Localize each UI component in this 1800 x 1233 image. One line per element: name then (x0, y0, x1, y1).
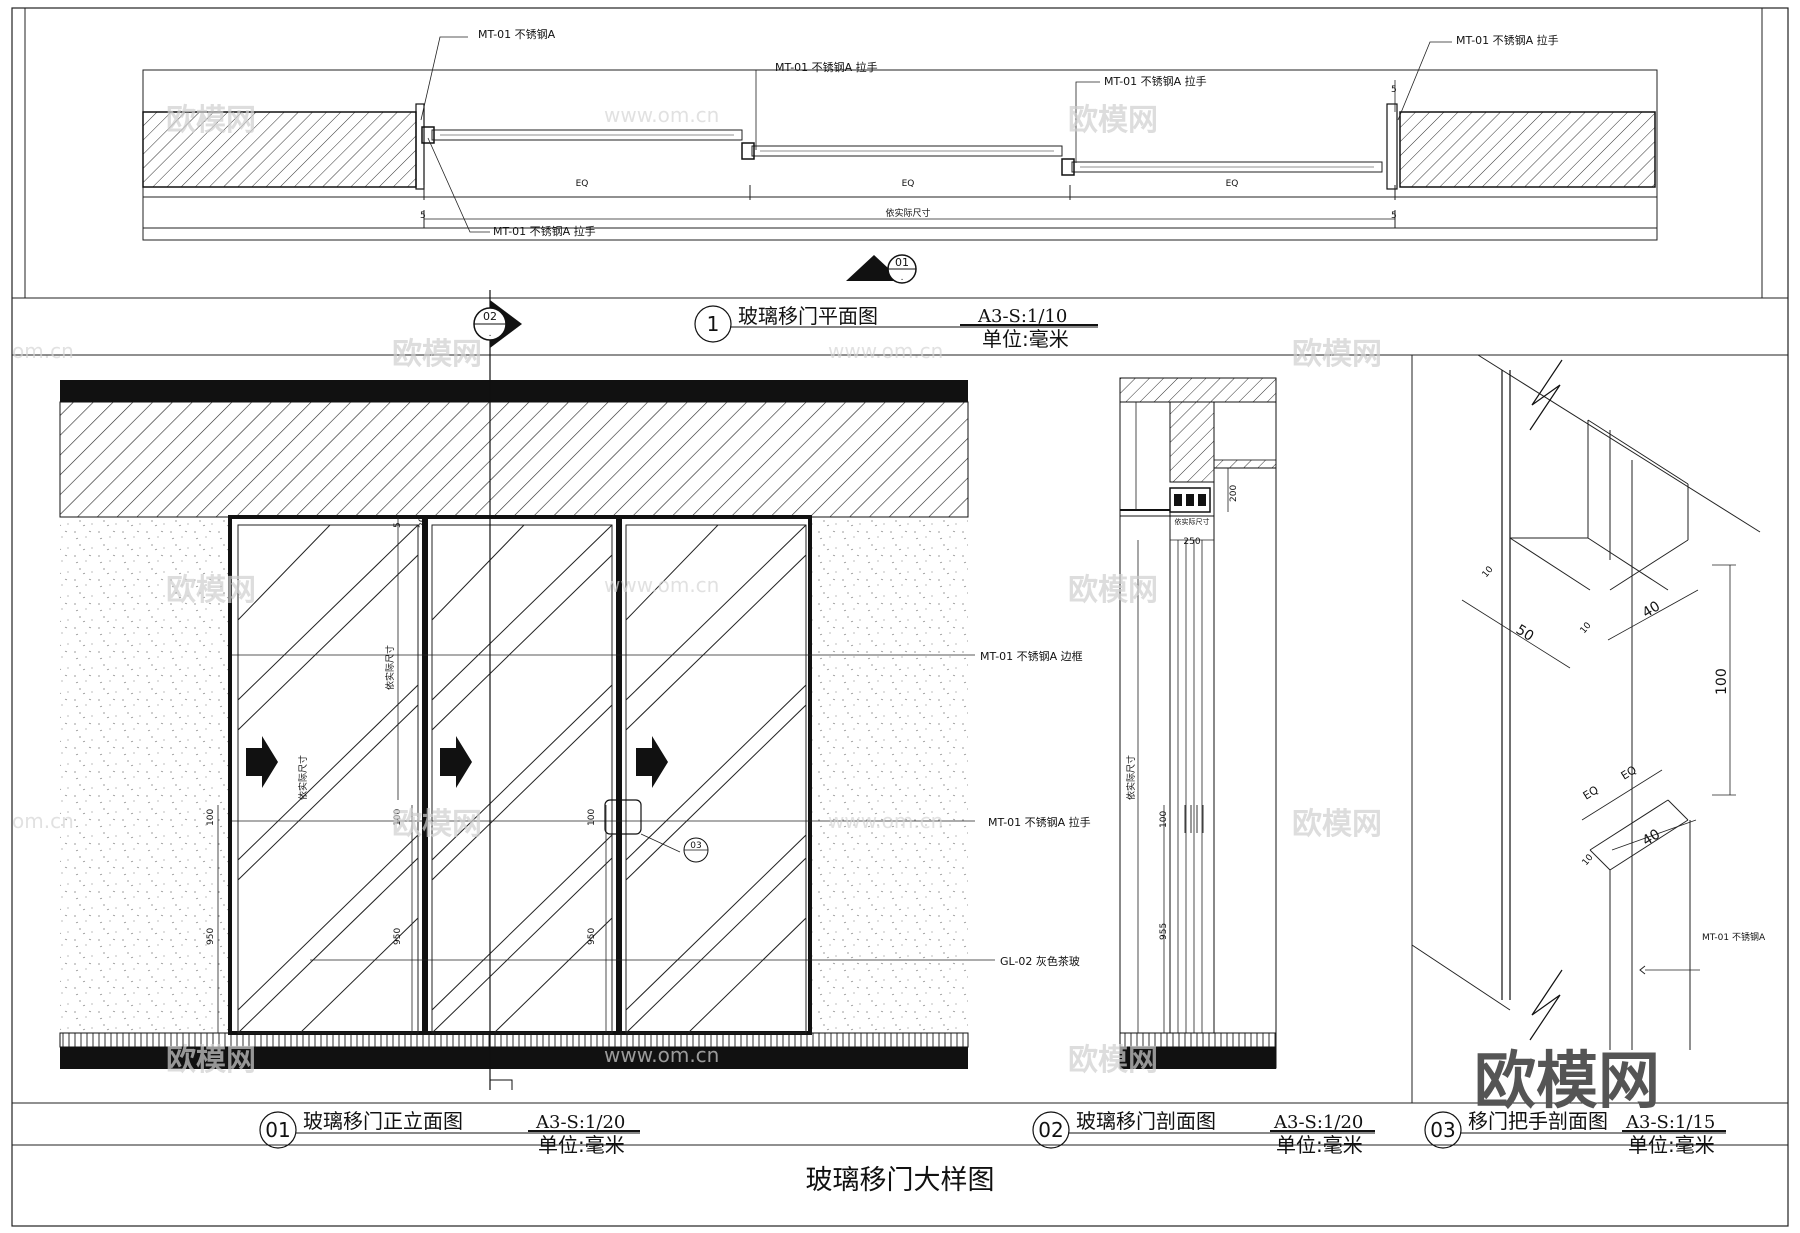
plan-scale: A3-S:1/10 (977, 306, 1067, 327)
elev-dim-top: 5 (393, 522, 403, 528)
plan-eq-1: EQ (576, 179, 589, 189)
handle-material: MT-01 不锈钢A (1702, 931, 1766, 943)
handle-dim-40a: 40 (1640, 598, 1664, 621)
watermark-brand-9: 欧模网 (166, 1043, 256, 1078)
handle-dim-40b: 40 (1640, 826, 1664, 849)
handle-detail-unit: 单位:毫米 (1628, 1133, 1715, 1157)
plan-eq-3: EQ (1226, 179, 1239, 189)
handle-dim-eq2: EQ (1619, 763, 1639, 782)
section-marker-02[interactable]: 02 . (473, 300, 522, 348)
plan-number: 1 (707, 312, 720, 336)
handle-dim-10c: 10 (1581, 853, 1596, 868)
door-panel-1 (228, 515, 428, 1035)
watermark-brand-1: 欧模网 (166, 103, 256, 138)
section-dim-actual: 依实际尺寸 (1125, 755, 1137, 800)
watermark-url-7: www.om.cn (604, 1043, 719, 1067)
elev-dim-top2: 20 (418, 516, 428, 528)
elev-dim-950-1: 950 (206, 928, 216, 945)
elev-dim-950-2: 950 (393, 928, 403, 945)
section-number: 02 (1038, 1118, 1063, 1142)
elevation-number: 01 (265, 1118, 290, 1142)
wall-left (60, 517, 230, 1033)
elev-dim-actual-1: 依实际尺寸 (384, 645, 396, 690)
elevation-handle-label: MT-01 不锈钢A 拉手 (988, 815, 1091, 829)
section-dim-955: 955 (1159, 923, 1169, 940)
handle-detail-view: 50 40 100 40 EQ EQ 10 10 10 MT-01 不锈钢A 0… (1411, 354, 1766, 1157)
watermark-url-6: www.om.cn (828, 809, 943, 833)
section-marker-01[interactable]: 01 . (846, 254, 917, 284)
plan-label-top-mid2: MT-01 不锈钢A 拉手 (1104, 74, 1207, 88)
plan-label-bottom: MT-01 不锈钢A 拉手 (493, 224, 596, 238)
elevation-unit: 单位:毫米 (538, 1133, 625, 1157)
elev-dim-actual-2: 依实际尺寸 (297, 755, 309, 800)
watermark-url-2: om.cn (12, 339, 74, 363)
handle-detail-title: 移门把手剖面图 (1468, 1109, 1608, 1133)
watermark-brand-large: 欧模网 (1474, 1044, 1660, 1117)
elevation-title: 玻璃移门正立面图 (303, 1109, 463, 1133)
plan-wall-left (142, 111, 417, 188)
section-dim-100: 100 (1159, 811, 1169, 828)
door-panel-3 (616, 515, 812, 1035)
elevation-glass-label: GL-02 灰色茶玻 (1000, 954, 1080, 968)
section-dim-actual-small: 依实际尺寸 (1175, 517, 1210, 526)
plan-wall-right (1399, 111, 1656, 188)
detail-marker-03[interactable]: 03 (683, 837, 709, 863)
watermark-url-4: www.om.cn (604, 573, 719, 597)
handle-dim-10b: 10 (1579, 621, 1594, 636)
watermark-url-1: www.om.cn (604, 103, 719, 127)
handle-detail-number: 03 (1430, 1118, 1455, 1142)
plan-eq-2: EQ (902, 179, 915, 189)
watermark-brand-7: 欧模网 (392, 807, 482, 842)
plan-unit: 单位:毫米 (982, 327, 1069, 351)
sheet-title: 玻璃移门大样图 (806, 1165, 995, 1196)
elev-dim-950-3: 950 (587, 928, 597, 945)
watermark-brand-2: 欧模网 (1068, 103, 1158, 138)
watermark-brand-8: 欧模网 (1292, 807, 1382, 842)
watermarks: 欧模网 www.om.cn 欧模网 om.cn 欧模网 www.om.cn 欧模… (12, 103, 1382, 1078)
plan-offset-top: 5 (1391, 85, 1397, 95)
section-dim-250: 250 (1183, 537, 1200, 547)
handle-dim-10a: 10 (1481, 565, 1496, 580)
plan-label-top-right: MT-01 不锈钢A 拉手 (1456, 33, 1559, 47)
elev-dim-100-2: 100 (393, 809, 403, 826)
section-dim-200: 200 (1229, 485, 1239, 502)
section-marker-01-label: 01 (895, 256, 909, 269)
section-marker-02-label: 02 (483, 310, 497, 323)
watermark-brand-4: 欧模网 (1292, 337, 1382, 372)
handle-dim-eq1: EQ (1581, 783, 1601, 802)
elevation-scale: A3-S:1/20 (535, 1112, 625, 1133)
watermark-brand-10: 欧模网 (1068, 1043, 1158, 1078)
watermark-url-3: www.om.cn (828, 339, 943, 363)
plan-offset-left: 5 (420, 211, 426, 221)
section-scale: A3-S:1/20 (1273, 1112, 1363, 1133)
elev-dim-100-3: 100 (587, 809, 597, 826)
ceiling-hatch (59, 401, 969, 518)
plan-view: EQ EQ EQ 依实际尺寸 5 5 5 MT-01 不锈钢A MT-01 不锈… (142, 28, 1658, 351)
handle-detail-scale: A3-S:1/15 (1625, 1112, 1715, 1133)
watermark-url-5: om.cn (12, 809, 74, 833)
svg-text:.: . (901, 273, 904, 283)
watermark-brand-3: 欧模网 (392, 337, 482, 372)
handle-dim-50: 50 (1513, 622, 1537, 645)
watermark-brand-5: 欧模网 (166, 573, 256, 608)
section-unit: 单位:毫米 (1276, 1133, 1363, 1157)
plan-title: 玻璃移门平面图 (738, 304, 878, 328)
watermark-brand-6: 欧模网 (1068, 573, 1158, 608)
plan-offset-right: 5 (1391, 211, 1397, 221)
wall-right (810, 517, 968, 1033)
section-title: 玻璃移门剖面图 (1076, 1109, 1216, 1133)
door-panel-2 (422, 515, 622, 1035)
elev-dim-100-1: 100 (206, 809, 216, 826)
elevation-view: 02 . 03 MT-01 不锈钢A 边框 MT-01 不锈钢A 拉手 GL-0… (59, 290, 1091, 1157)
plan-label-top-mid1: MT-01 不锈钢A 拉手 (775, 60, 878, 74)
detail-marker-03-label: 03 (690, 841, 701, 851)
section-view: 200 250 依实际尺寸 依实际尺寸 100 955 02 玻璃移门剖面图 A… (1032, 377, 1375, 1157)
plan-overall-dim: 依实际尺寸 (885, 207, 930, 219)
elevation-frame-label: MT-01 不锈钢A 边框 (980, 650, 1083, 663)
svg-text:.: . (489, 329, 492, 339)
plan-label-top-left: MT-01 不锈钢A (478, 28, 556, 41)
handle-dim-100: 100 (1714, 668, 1730, 695)
